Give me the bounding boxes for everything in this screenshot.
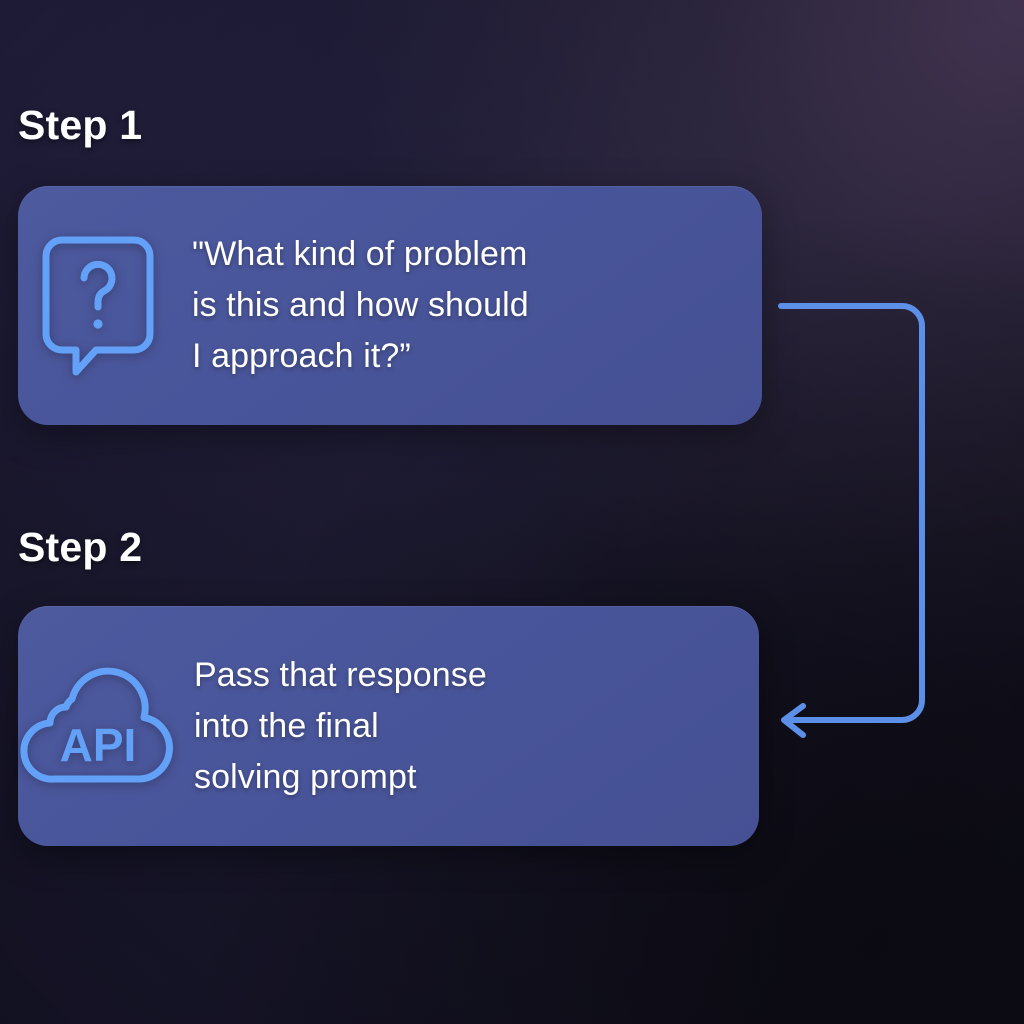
question-speech-bubble-icon [18,234,178,378]
step-2-text: Pass that response into the final solvin… [194,655,487,796]
step-1-text: "What kind of problem is this and how sh… [192,235,529,375]
step-1-label: Step 1 [18,102,143,148]
step-2-card[interactable]: API Pass that response into the final so… [18,606,759,846]
step-1-card[interactable]: "What kind of problem is this and how sh… [18,186,762,425]
step1-to-step2-arrow [778,303,925,738]
api-cloud-icon-label: API [60,719,137,771]
step-2-label: Step 2 [18,524,143,570]
api-cloud-icon: API [18,661,178,791]
